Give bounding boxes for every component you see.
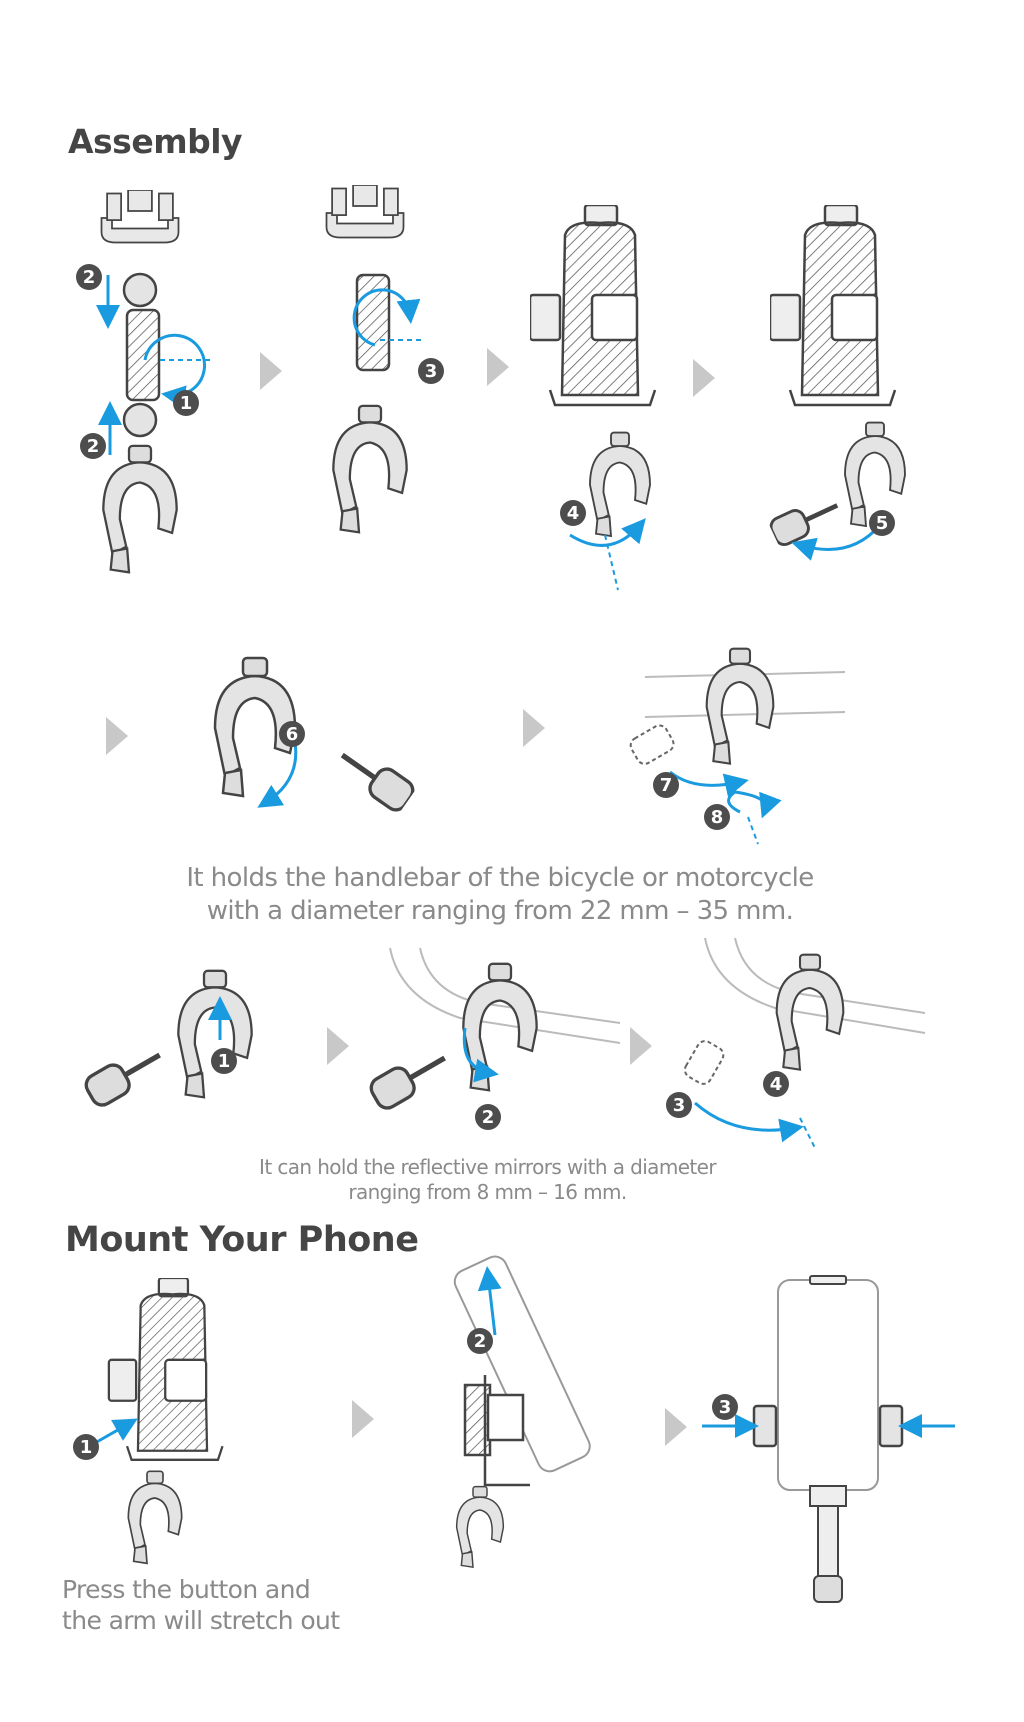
step-badge: 4 [560, 500, 586, 526]
handlebar-caption-line1: It holds the handlebar of the bicycle or… [186, 863, 814, 893]
next-step-arrow-icon [106, 717, 128, 755]
mirror-caption-line2: ranging from 8 mm – 16 mm. [348, 1180, 627, 1204]
next-step-arrow-icon [352, 1400, 374, 1438]
mount-press-button-figure [94, 1278, 224, 1565]
next-step-arrow-icon [523, 709, 545, 747]
step-badge: 8 [704, 804, 730, 830]
next-step-arrow-icon [487, 348, 509, 386]
handlebar-caption-line2: with a diameter ranging from 22 mm – 35 … [206, 895, 794, 926]
step-badge: 3 [712, 1394, 738, 1420]
clamp-open-figure [213, 656, 415, 828]
mount-insert-phone-figure [453, 1255, 591, 1569]
step-badge: 7 [653, 772, 679, 798]
step-badge: 1 [173, 390, 199, 416]
handlebar-caption: It holds the handlebar of the bicycle or… [0, 862, 1000, 927]
step-badge: 2 [475, 1104, 501, 1130]
next-step-arrow-icon [260, 352, 282, 390]
step-badge: 4 [763, 1071, 789, 1097]
mount-caption-line2: the arm will stretch out [62, 1606, 340, 1636]
assembly-title: Assembly [68, 122, 243, 161]
assembly-step-tighten-knob-figure [325, 185, 425, 534]
mirror-clamp-close-figure [360, 947, 621, 1138]
step-badge: 2 [80, 433, 106, 459]
next-step-arrow-icon [665, 1408, 687, 1446]
assembly-step-attach-ball-joint-figure [96, 190, 210, 574]
mirror-caption: It can hold the reflective mirrors with … [0, 1155, 975, 1205]
assembly-step-rotate-screw-figure [530, 205, 657, 591]
next-step-arrow-icon [327, 1027, 349, 1065]
mount-phone-title: Mount Your Phone [65, 1220, 419, 1260]
step-badge: 6 [279, 721, 305, 747]
mount-clamp-phone-figure [702, 1275, 955, 1603]
step-badge: 2 [467, 1328, 493, 1354]
step-badge: 1 [73, 1434, 99, 1460]
next-step-arrow-icon [630, 1027, 652, 1065]
step-badge: 3 [666, 1092, 692, 1118]
mirror-clamp-insert-figure [80, 969, 254, 1125]
step-badge: 3 [418, 358, 444, 384]
step-badge: 2 [76, 264, 102, 290]
step-badge: 5 [869, 510, 895, 536]
assembly-step-swing-lever-figure [770, 205, 906, 561]
mount-caption-line1: Press the button and [62, 1575, 311, 1604]
next-step-arrow-icon [693, 359, 715, 397]
step-badge: 1 [211, 1048, 237, 1074]
clamp-on-handlebar-figure [629, 647, 846, 845]
mount-caption: Press the button and the arm will stretc… [62, 1574, 340, 1637]
mirror-caption-line1: It can hold the reflective mirrors with … [259, 1155, 717, 1179]
mirror-clamp-tighten-figure [683, 937, 926, 1149]
